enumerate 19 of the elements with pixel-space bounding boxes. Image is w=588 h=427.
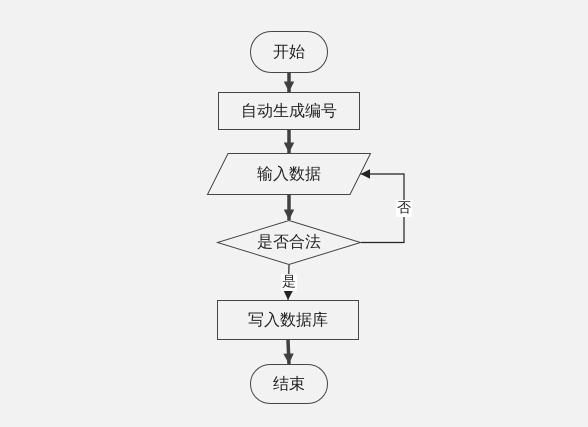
terminal-shape	[250, 31, 328, 73]
terminal-shape	[250, 364, 328, 404]
node-label: 开始	[273, 42, 305, 62]
node-label: 自动生成编号	[241, 100, 337, 122]
arrow	[284, 195, 294, 220]
node-label: 写入数据库	[248, 310, 328, 330]
node-label: 结束	[273, 374, 305, 394]
edge-label: 是	[281, 274, 297, 291]
arrow	[284, 130, 294, 153]
process-box	[217, 300, 359, 340]
process-box	[218, 92, 360, 130]
node-label: 是否合法	[257, 232, 321, 253]
edge-label: 否	[396, 200, 412, 217]
arrow	[360, 169, 405, 244]
arrow	[284, 73, 294, 92]
input-parallelogram	[207, 153, 371, 195]
node-label: 输入数据	[257, 164, 321, 184]
decision-diamond	[217, 220, 361, 265]
arrow	[283, 340, 294, 364]
